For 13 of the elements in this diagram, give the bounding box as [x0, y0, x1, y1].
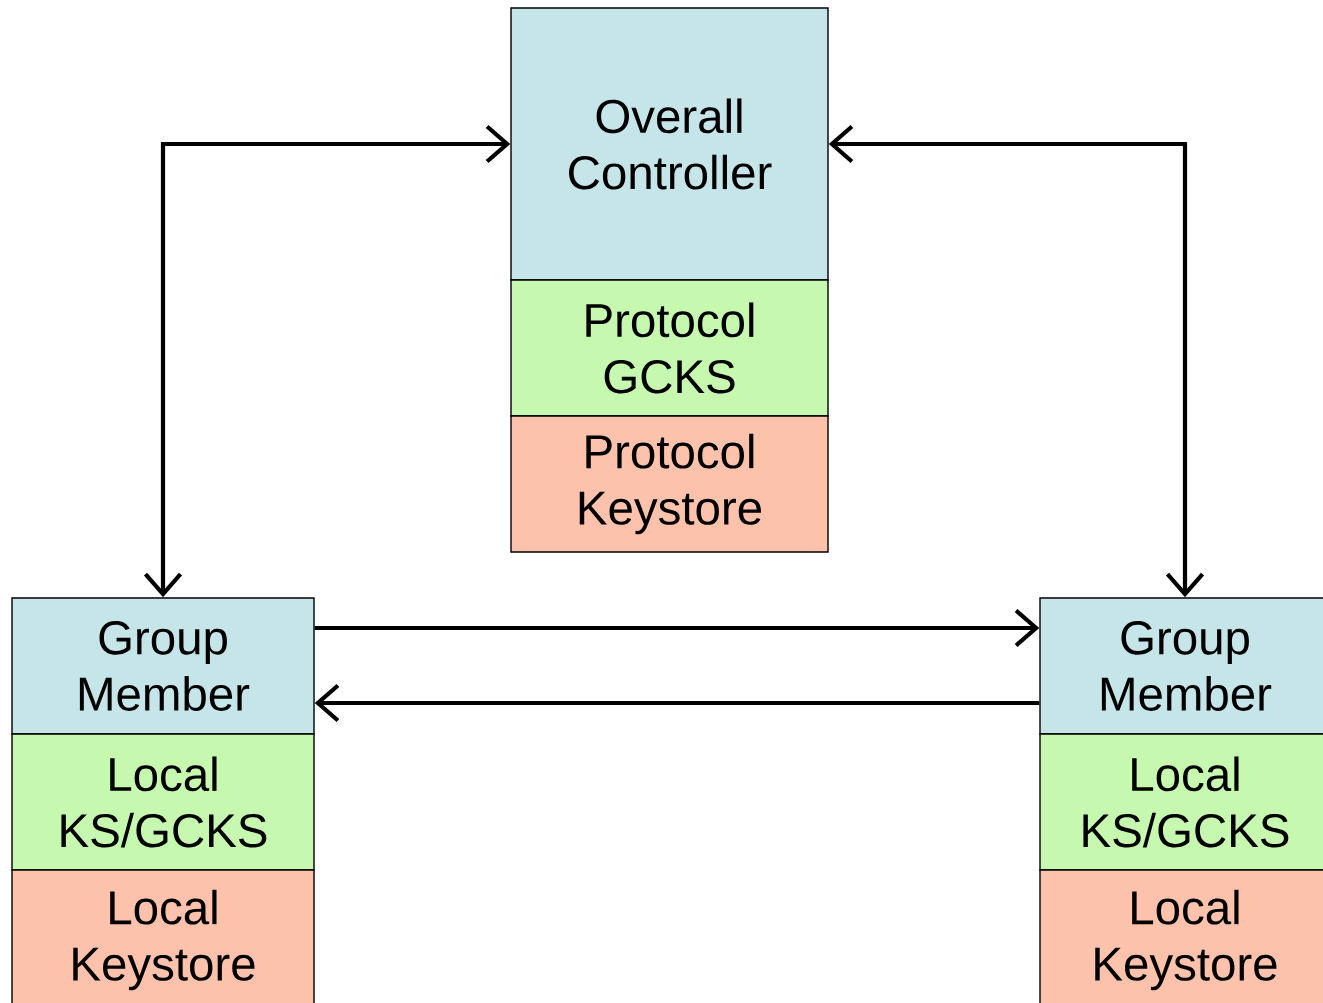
arrow	[314, 608, 1040, 648]
arrow	[828, 124, 1205, 598]
protocol-box: Protocol GCKS	[510, 279, 829, 417]
keystore-box: Local Keystore	[1039, 869, 1323, 1003]
keystore-box: Protocol Keystore	[510, 415, 829, 553]
protocol-box: Local KS/GCKS	[1039, 733, 1323, 871]
arrow	[314, 683, 1040, 723]
keystore-box: Local Keystore	[11, 869, 315, 1003]
protocol-box: Local KS/GCKS	[11, 733, 315, 871]
member-box: Group Member	[11, 597, 315, 735]
controller-box: Overall Controller	[510, 7, 829, 281]
member-box: Group Member	[1039, 597, 1323, 735]
arrow	[143, 124, 511, 598]
